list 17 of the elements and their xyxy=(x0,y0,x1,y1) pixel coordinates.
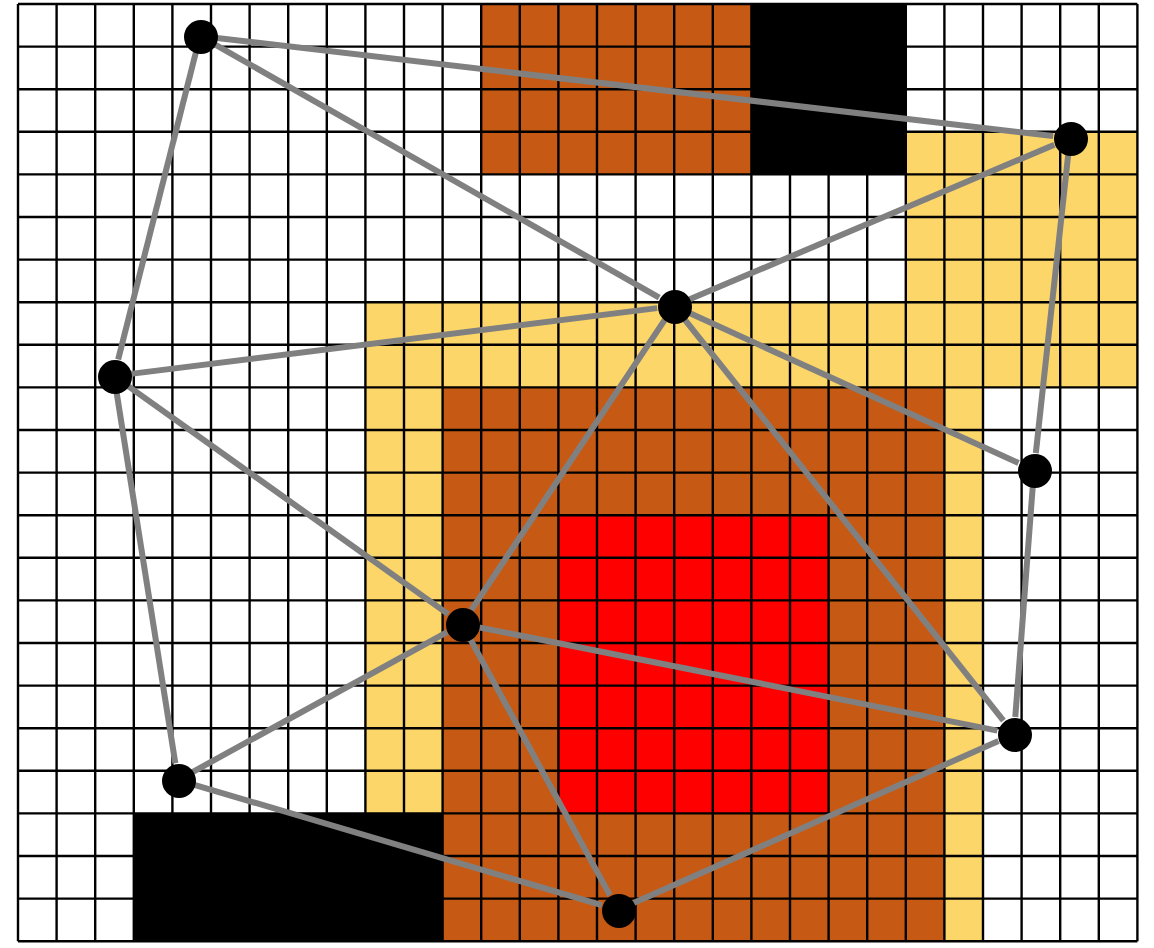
connector-line xyxy=(213,41,661,301)
connector-line xyxy=(688,310,1020,466)
connector-line xyxy=(216,35,1054,139)
connector-line xyxy=(478,624,998,734)
connector-line xyxy=(682,317,1006,723)
connector-line xyxy=(632,738,1000,906)
connector-line xyxy=(191,629,449,775)
connector-line xyxy=(688,141,1056,303)
connector-line xyxy=(468,318,668,612)
connector-line xyxy=(113,392,179,764)
connector-line xyxy=(130,305,658,377)
connector-line xyxy=(126,383,450,617)
connector-line xyxy=(115,51,199,361)
connector-line xyxy=(1012,486,1036,718)
connector-line xyxy=(1032,154,1072,454)
connector-line xyxy=(467,637,613,897)
connector-line xyxy=(193,781,603,909)
